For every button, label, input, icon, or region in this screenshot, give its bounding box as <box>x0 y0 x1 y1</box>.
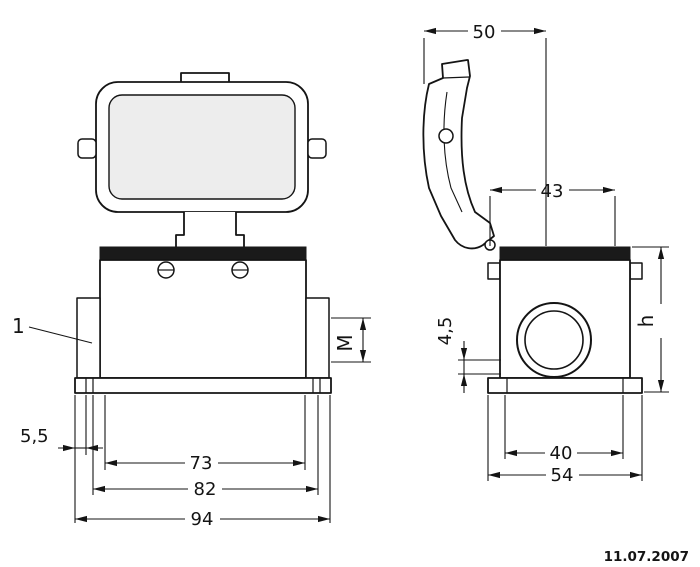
dimension-h-label: h <box>634 315 658 328</box>
dimension-82: 82 <box>93 479 318 500</box>
dimension-40-label: 40 <box>550 443 573 464</box>
dimension-50-label: 50 <box>473 22 496 43</box>
dimension-54-label: 54 <box>551 465 574 486</box>
dimension-43: 43 <box>489 181 616 246</box>
screw-right <box>231 261 249 279</box>
dimension-94-label: 94 <box>191 509 214 530</box>
cover-pin-left <box>77 138 97 159</box>
dimension-40: 40 <box>504 395 624 464</box>
side-lug-left <box>76 297 101 379</box>
part-reference-label: 1 <box>12 314 25 338</box>
part-leader-line <box>28 326 93 344</box>
dimension-m-label: M <box>333 334 357 351</box>
side-view: 50 43 4,5 h <box>422 22 669 486</box>
front-view: 1 M 5,5 73 <box>12 72 371 530</box>
mounting-flange-side <box>487 377 643 394</box>
housing-body-front <box>99 259 307 379</box>
dimension-5-5-label: 5,5 <box>20 426 49 447</box>
gasket-side <box>499 246 631 261</box>
screw-left <box>157 261 175 279</box>
dimension-50: 50 <box>423 22 547 246</box>
mounting-flange-front <box>74 377 332 394</box>
side-lug-right <box>305 297 330 379</box>
cover-inner-wall-line <box>443 91 463 213</box>
dimension-94: 94 <box>75 509 330 530</box>
dimension-4-5-label: 4,5 <box>435 317 456 346</box>
dimension-43-label: 43 <box>541 181 564 202</box>
cover-latch-step-line <box>442 76 470 79</box>
cable-entry-inner <box>524 310 584 370</box>
hinge-neck <box>175 212 245 249</box>
dimension-m: M <box>331 317 371 363</box>
dimension-73-label: 73 <box>190 453 213 474</box>
dimension-5-5: 5,5 <box>20 426 103 452</box>
gasket-front <box>99 246 307 261</box>
date-stamp: 11.07.2007 <box>604 549 689 565</box>
cover-top-latch <box>180 72 230 82</box>
cover-emboss-detail <box>438 128 454 144</box>
latch-pin-side-right <box>629 262 643 280</box>
dimension-4-5: 4,5 <box>435 317 501 393</box>
dimension-82-label: 82 <box>194 479 217 500</box>
hinge-pin-side-left <box>487 262 501 280</box>
cover-open-side <box>422 59 495 250</box>
dimension-73: 73 <box>105 453 305 474</box>
dimension-54: 54 <box>487 395 643 486</box>
cover-pin-right <box>307 138 327 159</box>
cover-window <box>108 94 296 200</box>
dimension-h: h <box>632 246 669 393</box>
